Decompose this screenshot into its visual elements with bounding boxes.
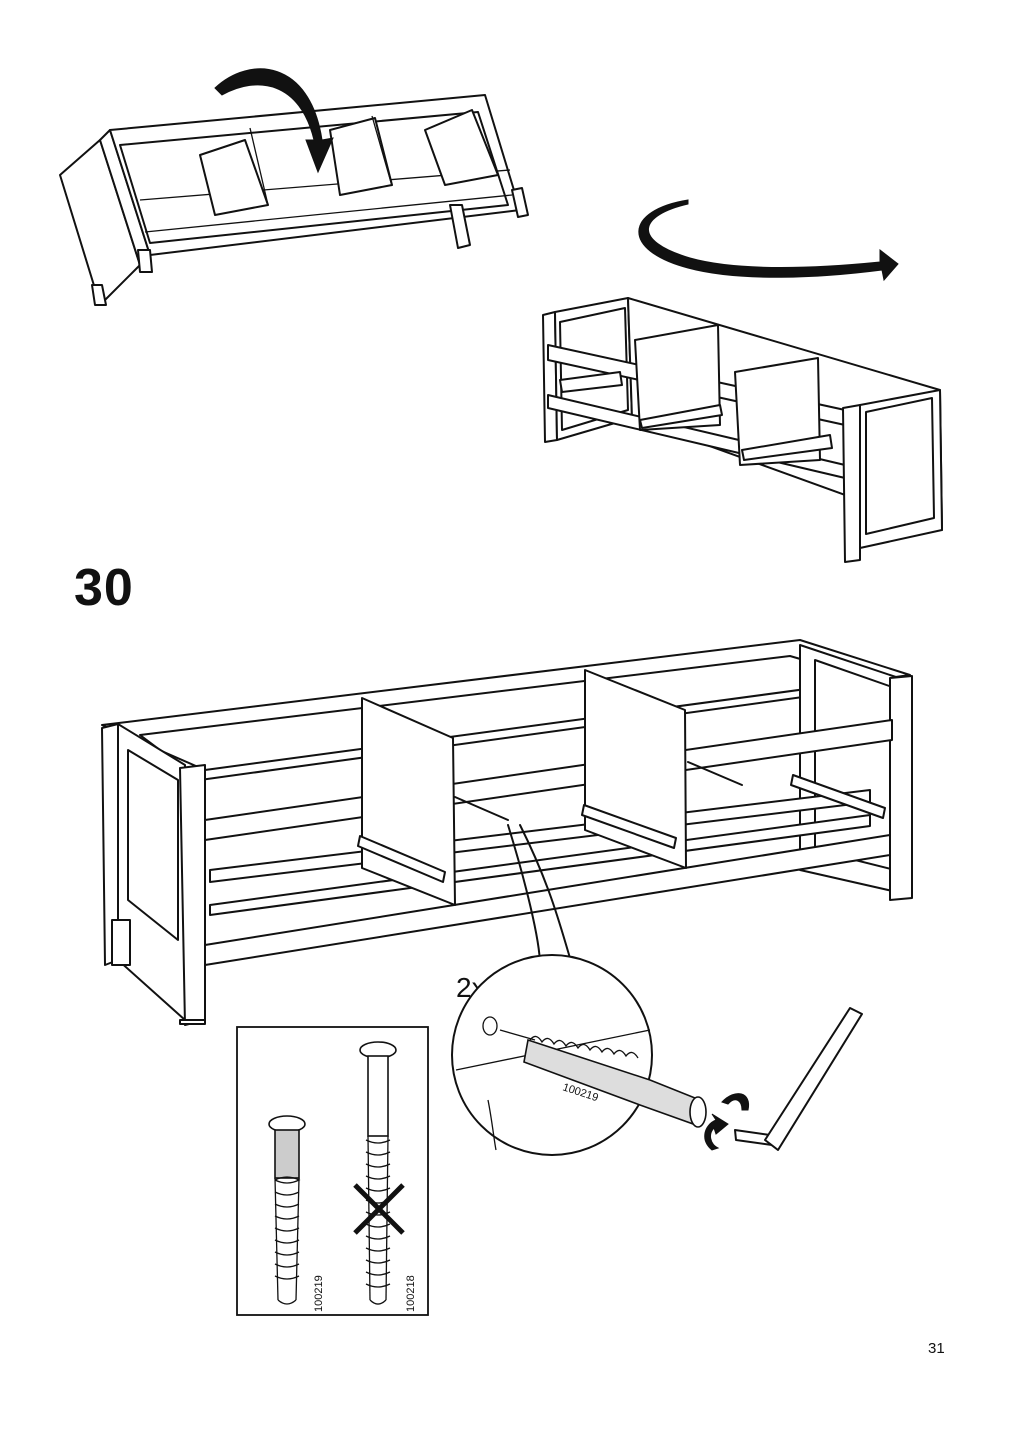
upright-bench-illustration [542,297,943,563]
screwing-direction-icon [704,1093,750,1151]
cam-screw-icon [523,1035,707,1128]
do-not-use-cross-icon [353,1183,405,1235]
step-number: 30 [74,559,134,617]
wrong-screw-code: 100218 [405,1275,417,1312]
wrong-screw-icon [359,1041,397,1305]
bench-frame-illustration [101,639,913,1026]
upside-down-bench-illustration [59,94,529,306]
correct-screw-icon [268,1115,306,1305]
detail-magnifier: 100219 [451,824,863,1156]
rotate-arrow-icon [638,199,899,282]
page-number: 31 [928,1340,945,1357]
rotate-arrow-icon [214,68,334,174]
allen-key-icon [734,1007,863,1151]
screw-comparison-box: 100219 100218 [236,1026,429,1316]
correct-screw-code: 100219 [313,1275,325,1312]
